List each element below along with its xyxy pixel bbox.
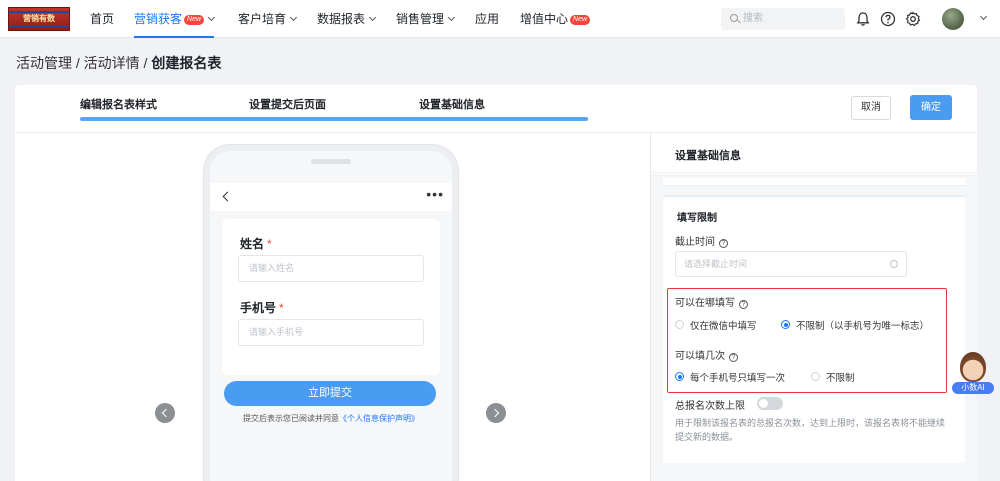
chevron-down-icon <box>289 13 298 22</box>
bell-icon[interactable] <box>855 11 871 27</box>
radio-wechat-only-label[interactable]: 仅在微信中填写 <box>690 321 757 332</box>
cancel-button[interactable]: 取消 <box>851 96 891 120</box>
name-field-input[interactable]: 请输入姓名 <box>238 255 424 282</box>
breadcrumb-activity-management[interactable]: 活动管理 <box>16 55 72 71</box>
chevron-down-icon[interactable] <box>979 12 988 21</box>
nav-apps[interactable]: 应用 <box>475 12 500 26</box>
more-icon[interactable]: ••• <box>426 186 444 202</box>
submit-button[interactable]: 立即提交 <box>224 381 436 406</box>
brand-logo-text: 营销有数 <box>23 14 55 23</box>
avatar[interactable] <box>942 8 964 30</box>
where-label: 可以在哪填写? <box>675 294 748 309</box>
phone-field-label: 手机号* <box>240 301 284 315</box>
step-progress-track <box>80 117 588 121</box>
fill-limit-card: 填写限制 截止时间? 请选择截止时间 可以在哪填写? 仅在微信中填写 不限制（以… <box>663 195 965 463</box>
assistant-label: 小数AI <box>952 382 994 394</box>
radio-unlimited-where-label[interactable]: 不限制（以手机号为唯一标志） <box>796 321 930 332</box>
panel-title: 设置基础信息 <box>675 150 741 162</box>
radio-unlimited-times[interactable] <box>811 372 820 381</box>
help-icon[interactable] <box>880 11 896 27</box>
next-arrow-icon[interactable] <box>486 403 506 423</box>
nav-home[interactable]: 首页 <box>90 12 115 26</box>
step-after-submit[interactable]: 设置提交后页面 <box>249 99 326 111</box>
radio-wechat-only[interactable] <box>675 320 684 329</box>
search-input[interactable]: 搜索 <box>721 8 845 30</box>
breadcrumb-separator: / <box>139 55 152 71</box>
chevron-down-icon <box>368 13 377 22</box>
name-field-label: 姓名* <box>240 237 272 251</box>
back-arrow-icon[interactable] <box>222 191 233 202</box>
step-bar: 编辑报名表样式 设置提交后页面 设置基础信息 取消 确定 <box>15 85 977 133</box>
chevron-down-icon <box>207 13 216 22</box>
nav-sales[interactable]: 销售管理 <box>396 0 456 38</box>
assistant-avatar <box>960 352 986 382</box>
radio-once-per-phone[interactable] <box>675 372 684 381</box>
radio-once-per-phone-label[interactable]: 每个手机号只填写一次 <box>690 373 786 384</box>
ai-assistant[interactable]: 小数AI <box>952 352 994 396</box>
panel-header: 设置基础信息 <box>651 133 977 173</box>
nav-data-reports[interactable]: 数据报表 <box>317 0 377 38</box>
new-badge: New <box>184 15 205 25</box>
gear-icon[interactable] <box>905 11 921 27</box>
total-limit-hint: 用于限制该报名表的总报名次数，达到上限时，该报名表将不能继续提交新的数据。 <box>675 418 946 442</box>
search-icon <box>730 14 738 22</box>
total-limit-toggle[interactable] <box>757 397 783 410</box>
breadcrumb-current: 创建报名表 <box>151 55 222 71</box>
brand-logo[interactable]: 营销有数 <box>8 7 70 31</box>
agreement-text: 提交后表示您已阅读并同意《个人信息保护声明》 <box>243 414 419 423</box>
question-icon[interactable]: ? <box>739 300 748 309</box>
total-limit-label: 总报名次数上限 <box>675 401 745 412</box>
panel-divider <box>650 133 651 481</box>
nav-customer[interactable]: 客户培育 <box>238 0 298 38</box>
collapsed-section <box>663 178 966 186</box>
times-label: 可以填几次? <box>675 347 738 362</box>
step-progress-fill <box>80 117 588 121</box>
phone-speaker <box>311 159 351 164</box>
step-basic-info[interactable]: 设置基础信息 <box>419 99 485 111</box>
question-icon[interactable]: ? <box>729 353 738 362</box>
new-badge: New <box>570 15 591 25</box>
breadcrumb: 活动管理 / 活动详情 / 创建报名表 <box>16 53 221 73</box>
radio-unlimited-times-label[interactable]: 不限制 <box>826 373 855 384</box>
deadline-label: 截止时间? <box>675 233 728 248</box>
clock-icon <box>890 260 898 268</box>
breadcrumb-separator: / <box>72 55 84 71</box>
question-icon[interactable]: ? <box>719 239 728 248</box>
search-placeholder: 搜索 <box>743 13 763 24</box>
privacy-link[interactable]: 《个人信息保护声明》 <box>339 414 419 423</box>
phone-header: ••• <box>210 183 452 211</box>
phone-preview: ••• 姓名* 请输入姓名 手机号* 请输入手机号 立即提交 提交后表示您已阅读… <box>204 145 458 481</box>
preview-form: 姓名* 请输入姓名 手机号* 请输入手机号 <box>222 219 440 375</box>
deadline-placeholder: 请选择截止时间 <box>684 259 748 269</box>
highlight-box <box>667 288 947 393</box>
deadline-picker[interactable]: 请选择截止时间 <box>675 251 907 277</box>
step-edit-style[interactable]: 编辑报名表样式 <box>80 99 157 111</box>
radio-unlimited-where[interactable] <box>781 320 790 329</box>
section-title: 填写限制 <box>677 213 717 224</box>
breadcrumb-activity-detail[interactable]: 活动详情 <box>83 55 140 71</box>
confirm-button[interactable]: 确定 <box>910 95 952 120</box>
chevron-down-icon <box>447 13 456 22</box>
phone-field-input[interactable]: 请输入手机号 <box>238 319 424 346</box>
prev-arrow-icon[interactable] <box>155 403 175 423</box>
